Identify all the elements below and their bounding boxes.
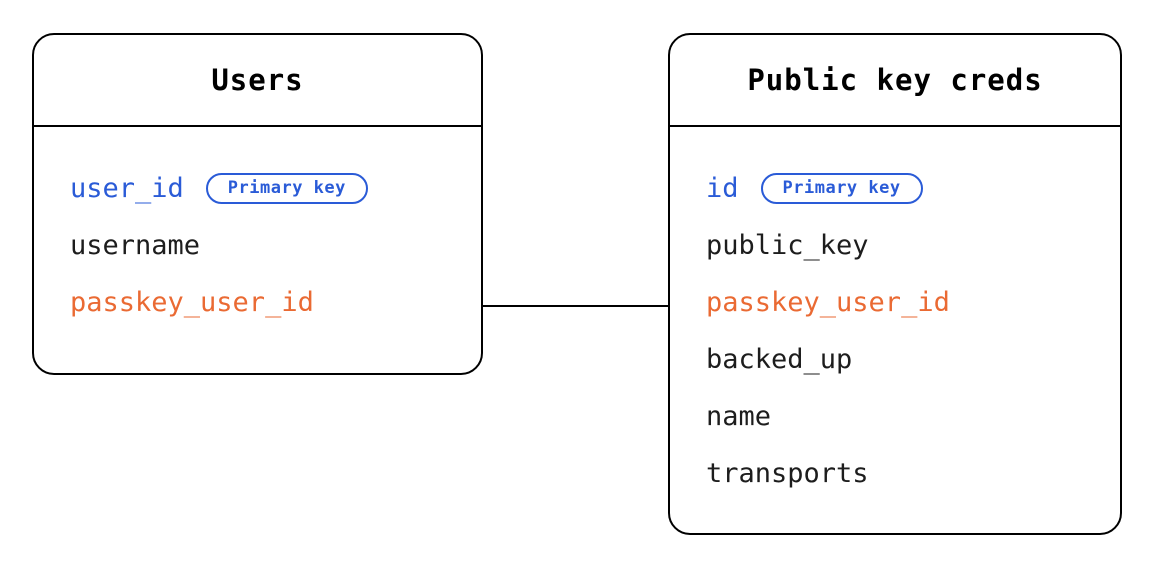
field-name-public-key: public_key [706, 230, 869, 261]
field-row-backed-up[interactable]: backed_up [670, 331, 1120, 388]
field-row-transports[interactable]: transports [670, 445, 1120, 502]
field-name-backed-up: backed_up [706, 344, 853, 375]
field-name-username: username [70, 230, 201, 261]
entity-users-title: Users [211, 63, 304, 97]
field-name-passkey-user-id: passkey_user_id [706, 287, 950, 318]
primary-key-badge-label: Primary key [782, 178, 901, 198]
field-row-public-key[interactable]: public_key [670, 217, 1120, 274]
entity-public-key-creds-header: Public key creds [670, 35, 1120, 127]
field-row-username[interactable]: username [34, 217, 481, 274]
entity-public-key-creds-title: Public key creds [747, 63, 1043, 97]
entity-users[interactable]: Users user_id Primary key username passk… [32, 33, 483, 375]
primary-key-badge-label: Primary key [227, 178, 346, 198]
entity-public-key-creds-fields: id Primary key public_key passkey_user_i… [670, 127, 1120, 502]
field-row-id[interactable]: id Primary key [670, 160, 1120, 217]
entity-users-header: Users [34, 35, 481, 127]
entity-users-fields: user_id Primary key username passkey_use… [34, 127, 481, 331]
relationship-line-users-to-public-key-creds[interactable] [483, 305, 668, 307]
field-name-transports: transports [706, 458, 869, 489]
entity-public-key-creds[interactable]: Public key creds id Primary key public_k… [668, 33, 1122, 535]
field-name-user-id: user_id [70, 173, 184, 204]
field-name-passkey-user-id: passkey_user_id [70, 287, 314, 318]
field-row-name[interactable]: name [670, 388, 1120, 445]
primary-key-badge: Primary key [205, 173, 368, 204]
primary-key-badge: Primary key [760, 173, 923, 204]
field-row-passkey-user-id[interactable]: passkey_user_id [34, 274, 481, 331]
field-name-name: name [706, 401, 772, 432]
field-row-passkey-user-id[interactable]: passkey_user_id [670, 274, 1120, 331]
field-row-user-id[interactable]: user_id Primary key [34, 160, 481, 217]
field-name-id: id [706, 173, 739, 204]
